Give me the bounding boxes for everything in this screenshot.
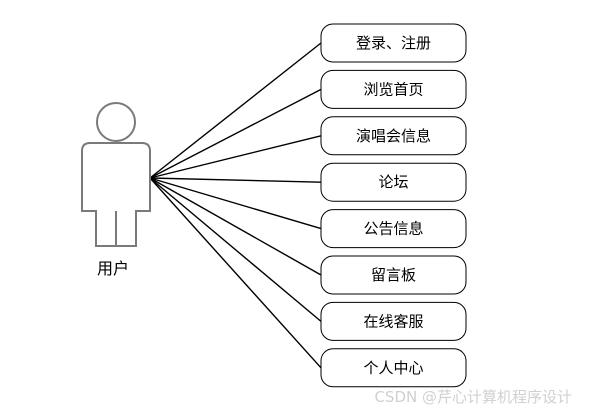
use-case-label: 演唱会信息 [356,127,431,145]
use-case-box [320,162,467,202]
association-line [149,177,322,230]
use-case: 留言板 [320,255,467,295]
use-case-label: 浏览首页 [363,80,423,98]
use-case-label: 留言板 [371,266,416,284]
use-case-label: 论坛 [378,173,408,191]
use-case-box [320,348,467,388]
watermark-text: CSDN @芹心计算机程序设计 [374,388,572,406]
use-case-box [320,23,467,63]
association-line [149,177,322,369]
association-line [149,177,322,322]
use-case: 浏览首页 [320,69,467,109]
use-case-box [320,301,467,341]
actor-label: 用户 [97,259,129,278]
use-case-box [320,69,467,109]
use-case: 个人中心 [320,348,467,388]
use-case-box [320,209,467,249]
use-case: 登录、注册 [320,23,467,63]
association-line [149,177,322,183]
use-case-label: 公告信息 [363,220,423,238]
association-line [149,177,322,276]
user-actor-icon [81,102,151,247]
use-case-box [320,255,467,295]
association-line [149,42,322,179]
association-line [149,135,322,179]
association-lines [149,42,322,369]
use-case: 演唱会信息 [320,116,467,156]
use-case-label: 登录、注册 [356,34,431,52]
use-case: 公告信息 [320,209,467,249]
use-case-box [320,116,467,156]
use-case-label: 在线客服 [363,312,423,330]
actor-user: 用户 [81,102,151,278]
use-case-label: 个人中心 [363,359,423,377]
use-case: 论坛 [320,162,467,202]
association-line [149,88,322,179]
use-case: 在线客服 [320,301,467,341]
